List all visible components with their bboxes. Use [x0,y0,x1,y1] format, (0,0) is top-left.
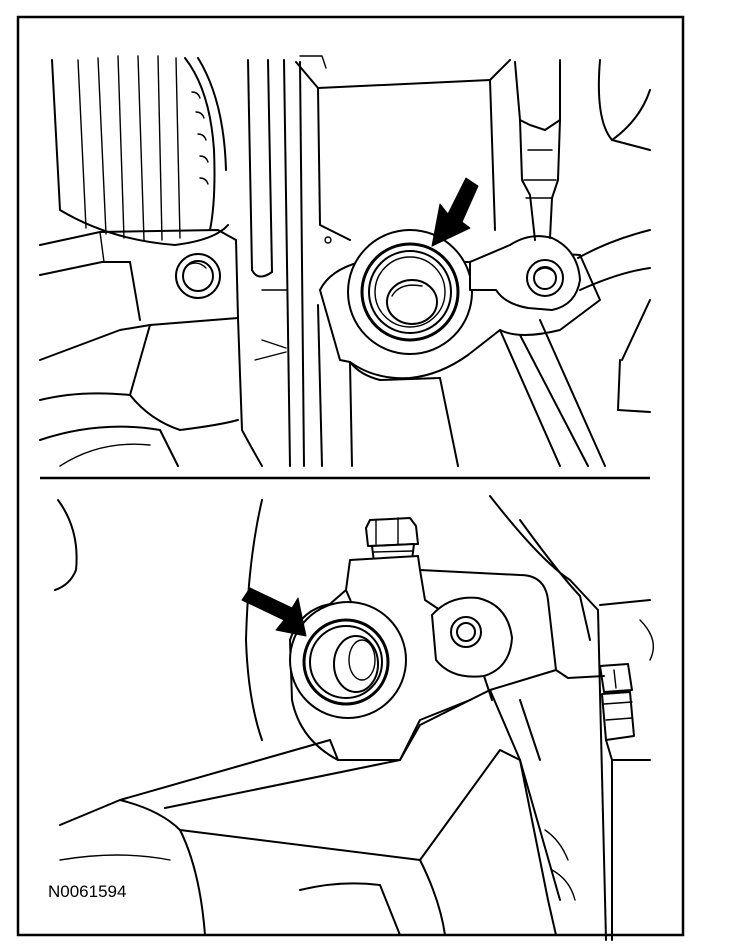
arrow-callout-icon [241,587,307,637]
bolt-top [365,517,419,563]
arrow-callout-icon [431,177,479,247]
figure-frame [16,15,685,937]
top-panel [39,55,651,467]
figure-id-label: N0061594 [48,882,127,901]
bolt-right [599,663,635,741]
bottom-panel [54,495,654,941]
